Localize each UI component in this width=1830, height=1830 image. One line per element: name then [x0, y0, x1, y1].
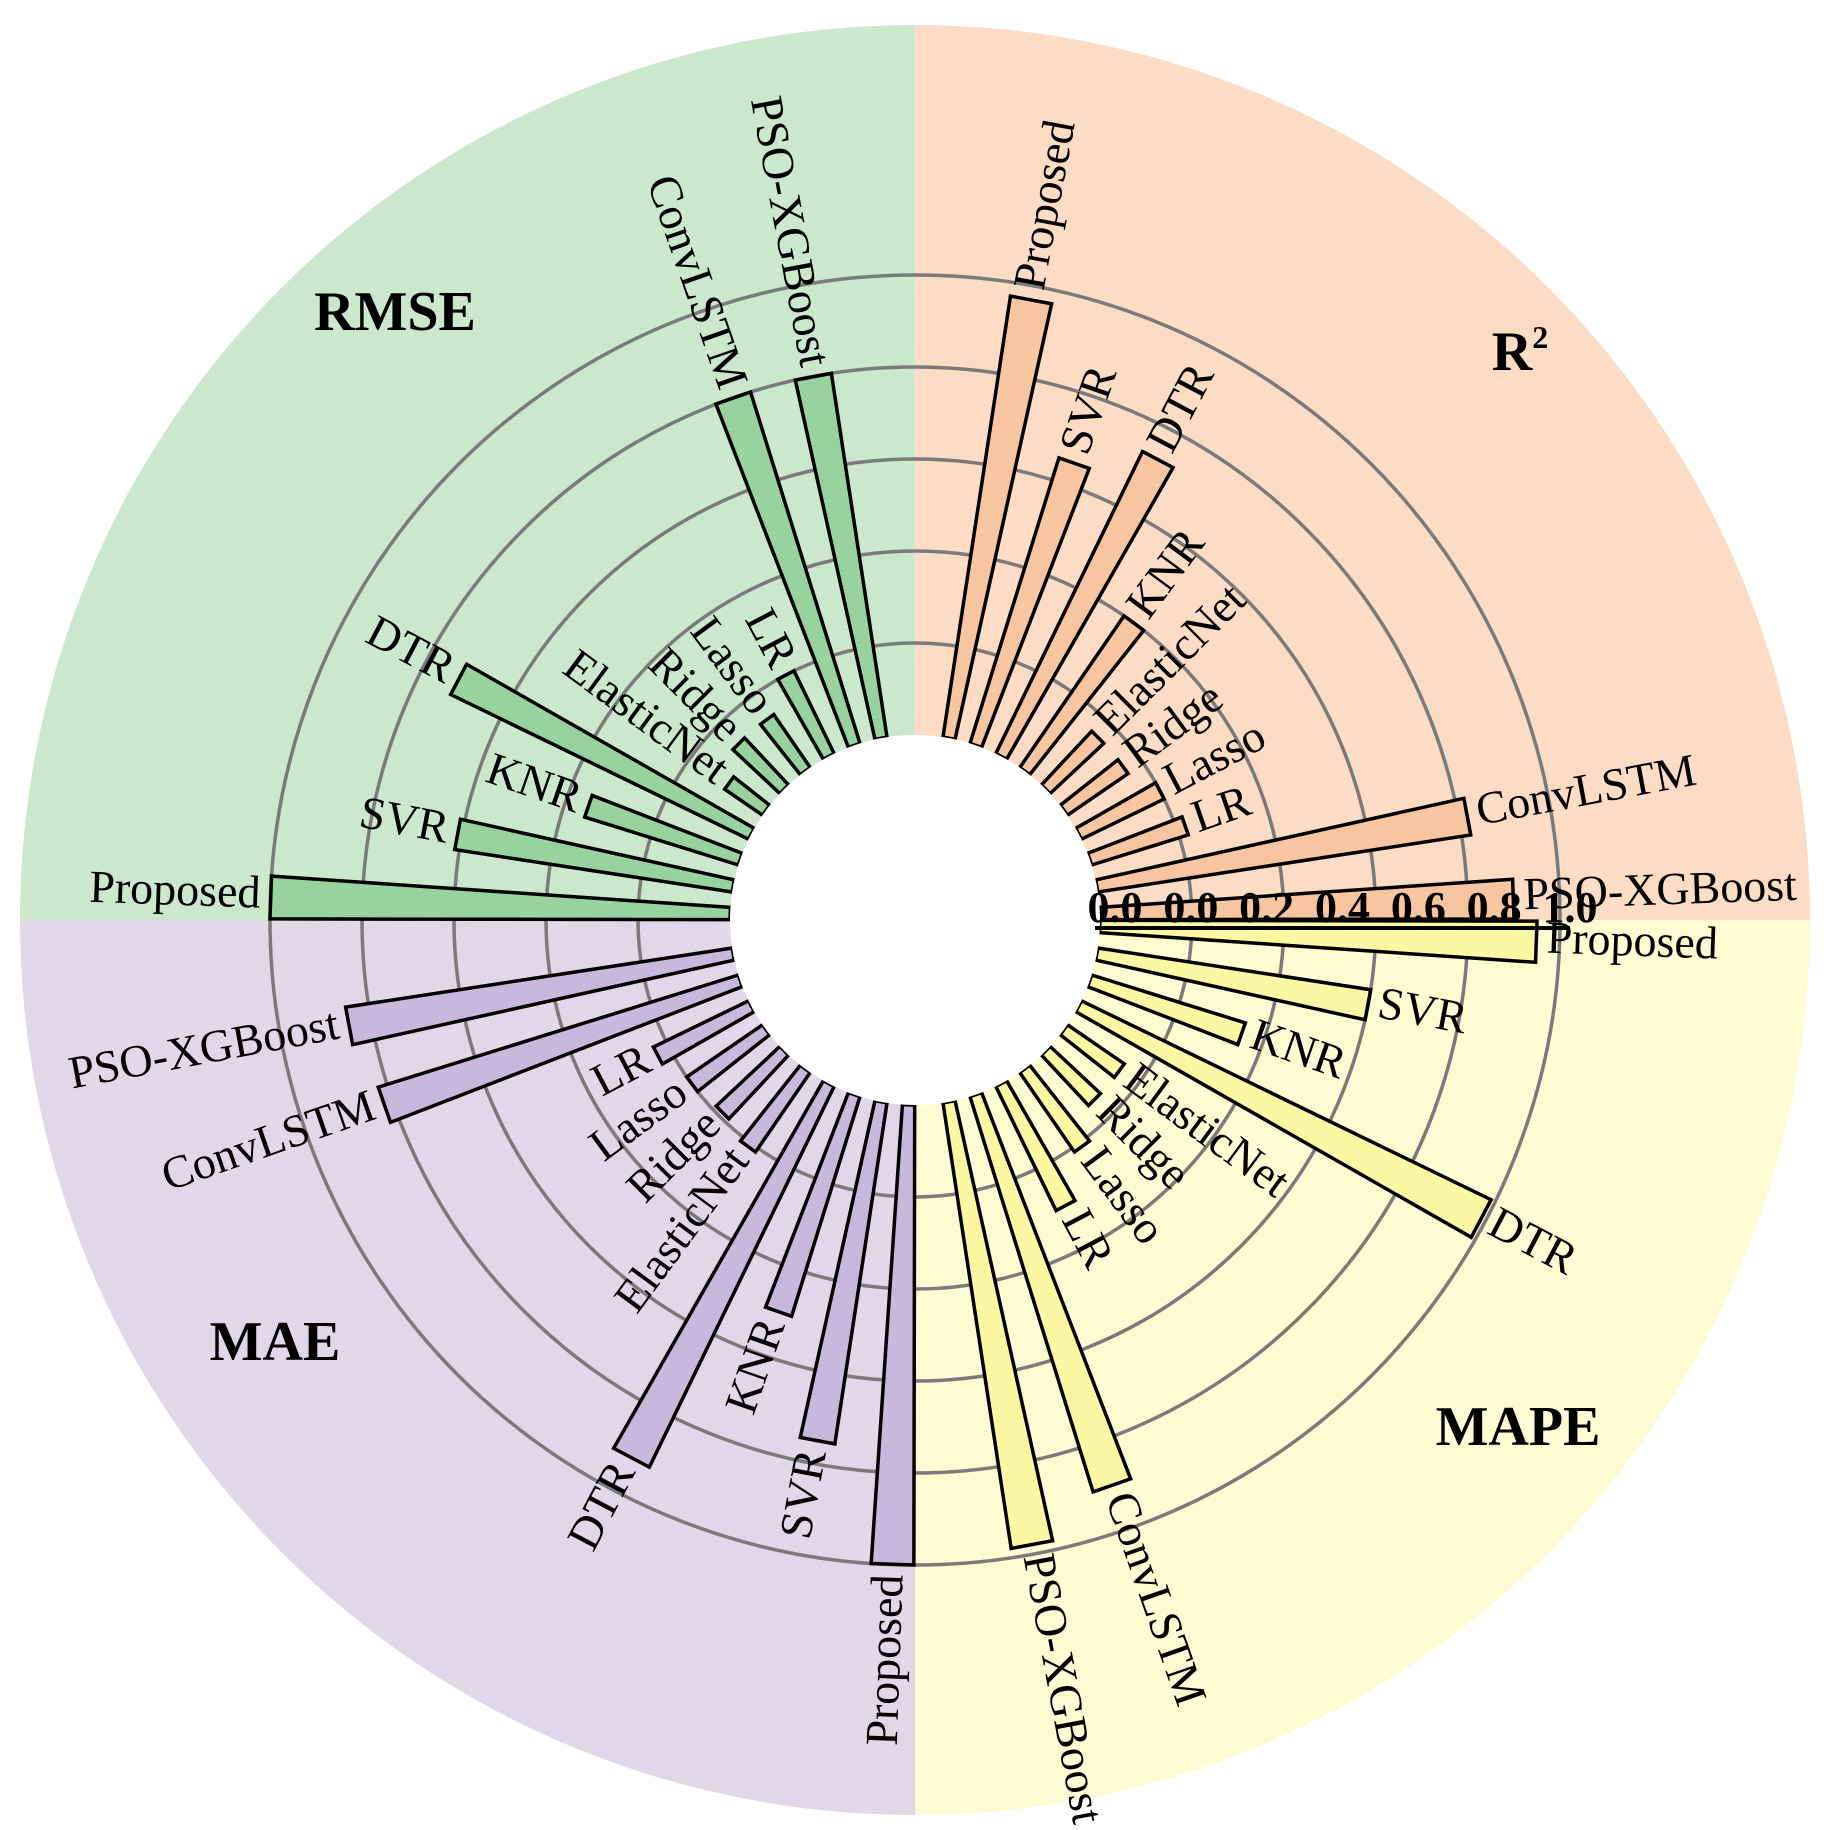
axis-tick-label: 0.2 [1239, 883, 1294, 932]
label-r-pso-xgboost: PSO-XGBoost [1523, 859, 1798, 920]
quadrant-bg-mape [915, 920, 1810, 1815]
axis-tick-label: 1.0 [1543, 883, 1598, 932]
axis-tick-label: 0.8 [1467, 883, 1522, 932]
quadrant-bg-rmse [20, 25, 915, 920]
quadrant-bg-mae [20, 920, 915, 1815]
title-mae: MAE [210, 1311, 341, 1373]
label-rmse-proposed: Proposed [89, 861, 262, 918]
quadrant-backgrounds [20, 25, 1810, 1815]
label-mae-proposed: Proposed [856, 1574, 913, 1747]
axis-tick-label: 0.0 [1088, 883, 1143, 932]
bars [268, 294, 1539, 1567]
title-rmse: RMSE [314, 281, 476, 343]
quadrant-bg-r [915, 25, 1810, 920]
axis-tick-label: 0.0 [1163, 883, 1218, 932]
center-hole [730, 735, 1100, 1105]
axis-tick-label: 0.4 [1315, 883, 1370, 932]
title-mape: MAPE [1436, 1396, 1601, 1458]
label-mape-proposed: Proposed [1546, 912, 1719, 969]
title-r: R2 [1492, 319, 1548, 383]
axis-tick-label: 0.6 [1391, 883, 1446, 932]
value-axis: 0.0 0.0 0.2 0.4 0.6 0.8 1.0 [1088, 883, 1598, 932]
